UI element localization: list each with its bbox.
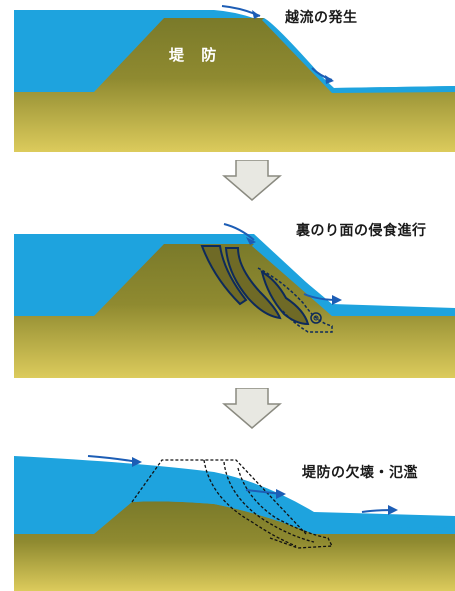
stage-label-erosion: 裏のり面の侵食進行 — [296, 223, 427, 239]
panel-erosion: 裏のり面の侵食進行 — [14, 212, 455, 378]
failure-line — [223, 461, 315, 543]
breach-diagram — [14, 455, 455, 591]
panel-overtopping: 堤 防 越流の発生 — [14, 0, 455, 152]
down-arrow-icon — [222, 160, 282, 201]
flood-sheet — [132, 497, 455, 534]
levee-body — [14, 244, 455, 378]
stage-label-breach: 堤防の欠壊・氾濫 — [302, 465, 418, 481]
overtopping-diagram — [14, 5, 455, 152]
flow-arrowhead — [388, 505, 398, 515]
vortex-icon — [310, 312, 322, 324]
failure-line — [203, 459, 297, 547]
flow-arrowhead — [246, 237, 256, 245]
eroded-block — [260, 269, 310, 326]
eroded-block — [200, 245, 248, 306]
flow-arrowhead — [332, 295, 342, 305]
flow-arrowhead — [276, 489, 286, 499]
original-levee-outline — [131, 459, 307, 535]
overflow-sheet — [262, 18, 455, 93]
levee-body — [14, 18, 455, 152]
eroded-block — [224, 247, 282, 320]
flow-arrowhead — [252, 10, 260, 19]
flow-arrowhead — [325, 75, 334, 84]
stage-label-overtopping: 越流の発生 — [285, 10, 358, 26]
levee-label: 堤 防 — [169, 46, 223, 64]
failure-line — [237, 467, 334, 549]
panel-breach: 堤防の欠壊・氾濫 — [14, 438, 455, 591]
flow-arrowhead — [132, 457, 142, 467]
down-arrow-icon — [222, 388, 282, 429]
erosion-diagram — [14, 223, 455, 378]
levee-remnant — [14, 501, 455, 591]
overflow-sheet — [252, 244, 455, 316]
flow-arrow — [223, 223, 255, 241]
